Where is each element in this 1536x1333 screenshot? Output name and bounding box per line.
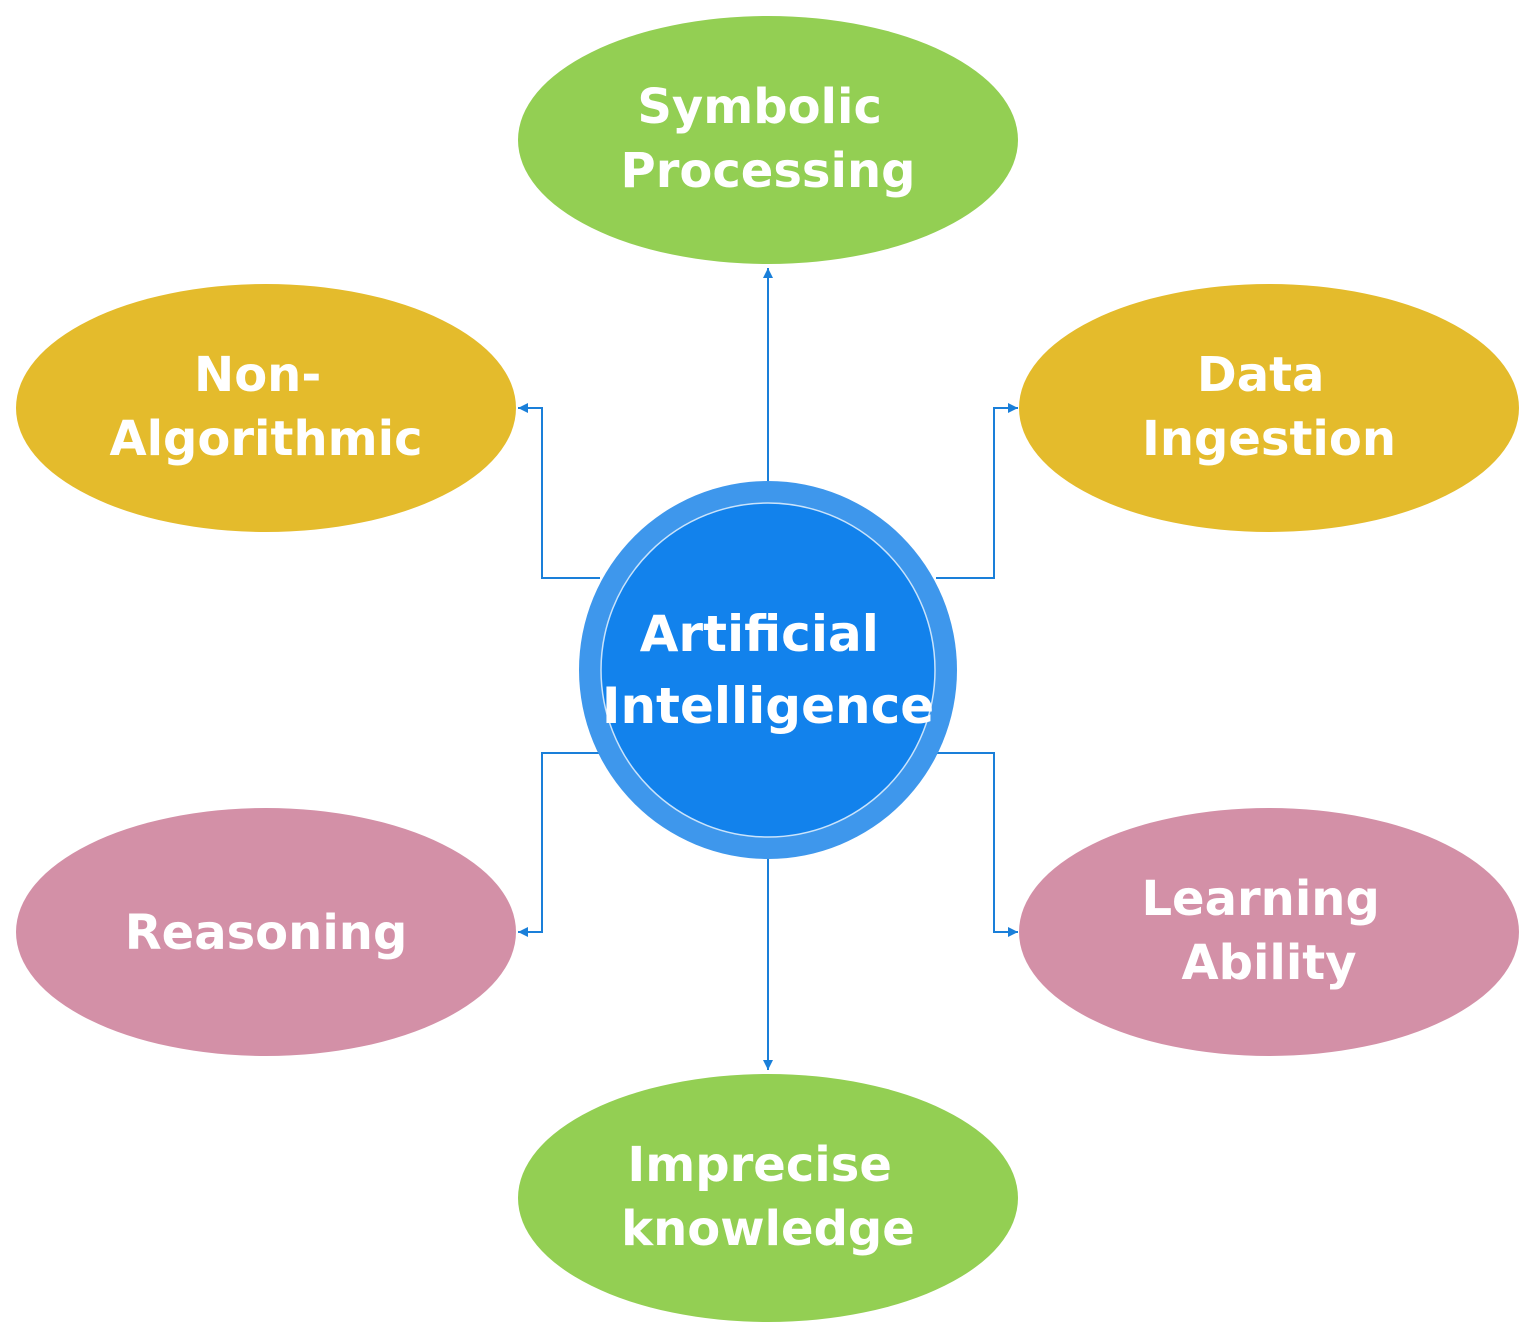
connector-non-algorithmic bbox=[518, 403, 600, 579]
ellipse-pink bbox=[16, 808, 516, 1056]
node-learning-ability: Learning Ability bbox=[1019, 808, 1519, 1056]
ellipse-green bbox=[518, 16, 1018, 264]
center-label-line-1: Artificial bbox=[640, 605, 879, 663]
connector-reasoning bbox=[518, 752, 600, 937]
node-imprecise-knowledge: Imprecise knowledge bbox=[518, 1074, 1018, 1322]
connector-data-ingestion bbox=[936, 403, 1018, 579]
node-label: Reasoning bbox=[125, 905, 408, 961]
node-label-line-1: Symbolic bbox=[637, 79, 882, 135]
node-label-line-2: Ability bbox=[1181, 935, 1356, 991]
center-label-line-2: Intelligence bbox=[602, 677, 934, 735]
node-label-line-1: Learning bbox=[1141, 871, 1379, 927]
node-label: Learning Ability bbox=[1141, 871, 1396, 991]
node-reasoning: Reasoning bbox=[16, 808, 516, 1056]
center-label: Artificial Intelligence bbox=[602, 605, 934, 735]
node-label-line-2: knowledge bbox=[621, 1201, 915, 1257]
node-label: Non- Algorithmic bbox=[109, 347, 422, 467]
node-label-line-1: Reasoning bbox=[125, 905, 408, 961]
ellipse-gold bbox=[16, 284, 516, 532]
node-symbolic-processing: Symbolic Processing bbox=[518, 16, 1018, 264]
connectors bbox=[518, 268, 1018, 1070]
node-label: Symbolic Processing bbox=[621, 79, 916, 199]
node-label: Data Ingestion bbox=[1142, 347, 1396, 467]
connector-learning-ability bbox=[936, 752, 1018, 937]
node-label: Imprecise knowledge bbox=[621, 1137, 915, 1257]
ellipse-gold bbox=[1019, 284, 1519, 532]
node-label-line-1: Data bbox=[1197, 347, 1325, 403]
node-non-algorithmic: Non- Algorithmic bbox=[16, 284, 516, 532]
center-node-artificial-intelligence: Artificial Intelligence bbox=[579, 481, 957, 859]
center-core bbox=[600, 502, 936, 838]
ellipse-pink bbox=[1019, 808, 1519, 1056]
node-data-ingestion: Data Ingestion bbox=[1019, 284, 1519, 532]
node-label-line-2: Algorithmic bbox=[109, 411, 422, 467]
node-label-line-1: Imprecise bbox=[627, 1137, 892, 1193]
node-label-line-2: Processing bbox=[621, 143, 916, 199]
ellipse-green bbox=[518, 1074, 1018, 1322]
node-label-line-1: Non- bbox=[194, 347, 321, 403]
node-label-line-2: Ingestion bbox=[1142, 411, 1396, 467]
